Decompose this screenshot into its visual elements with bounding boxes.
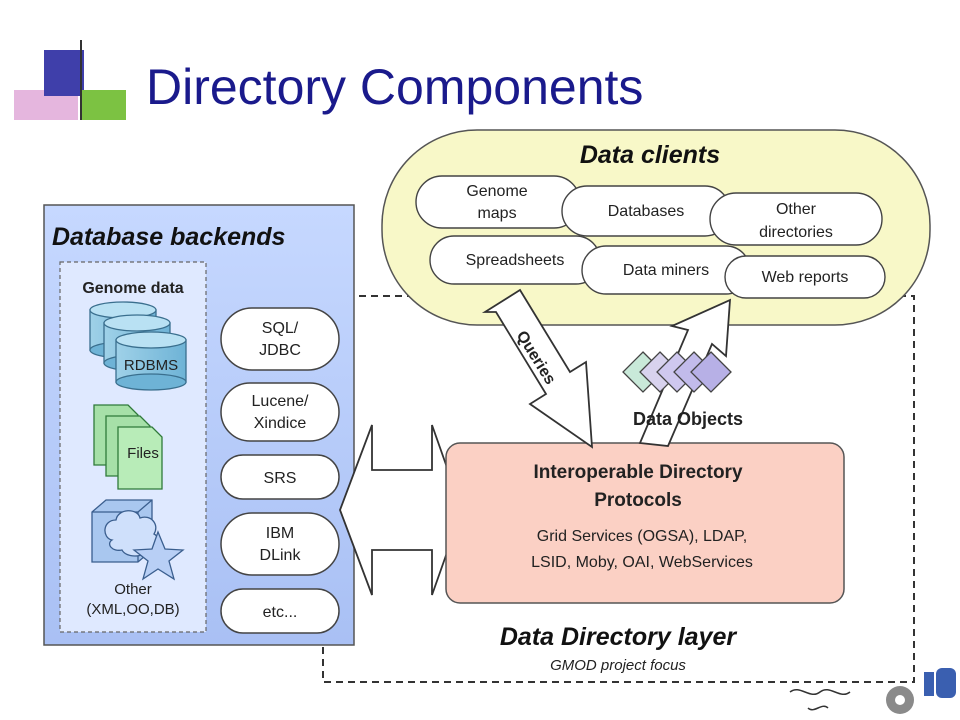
data-directory-layer-heading: Data Directory layer [500, 623, 738, 651]
connector-label: DLink [260, 547, 302, 564]
client-other-directories: Other directories [709, 192, 883, 246]
slide-title: Directory Components [146, 59, 644, 115]
other-formats-label: (XML,OO,DB) [86, 601, 179, 618]
client-databases: Databases [561, 185, 731, 237]
client-web-reports: Web reports [724, 255, 886, 299]
decor-vertical-line [80, 40, 82, 120]
client-genome-maps: Genome maps [415, 175, 581, 229]
connector-lucene-xindice: Lucene/ Xindice [220, 382, 340, 442]
gmod-logo [789, 668, 956, 714]
data-directory-layer-subheading: GMOD project focus [550, 657, 686, 674]
protocols-list: Grid Services (OGSA), LDAP, [537, 528, 747, 545]
bidirectional-arrow [339, 424, 463, 596]
connector-etc: etc... [220, 588, 340, 634]
data-clients-heading: Data clients [580, 141, 720, 169]
decor-purple-square [44, 50, 84, 96]
decor-green-square [82, 90, 126, 120]
data-directory-layer-boundary [322, 295, 915, 683]
client-label: Spreadsheets [466, 252, 565, 269]
rdbms-label: RDBMS [124, 357, 178, 374]
database-backends-heading: Database backends [52, 223, 286, 251]
protocols-list-line2: LSID, Moby, OAI, WebServices [531, 554, 753, 571]
protocols-heading: Interoperable Directory [533, 462, 742, 483]
connector-ibm-dlink: IBM DLink [220, 512, 340, 576]
connector-srs: SRS [220, 454, 340, 500]
client-label: Databases [608, 203, 685, 220]
connector-label: SQL/ [262, 320, 299, 337]
protocols-heading-line2: Protocols [594, 490, 682, 511]
connector-label: SRS [264, 470, 297, 487]
connector-label: JDBC [259, 342, 301, 359]
client-data-miners: Data miners [581, 245, 751, 295]
client-label: Data miners [623, 262, 709, 279]
data-objects-label: Data Objects [633, 409, 743, 429]
connector-label: IBM [266, 525, 294, 542]
client-label: Genome [466, 183, 527, 200]
client-label: Web reports [762, 269, 849, 286]
files-label: Files [127, 445, 159, 462]
genome-data-heading: Genome data [82, 280, 183, 297]
connector-label: etc... [263, 604, 298, 621]
other-label: Other [114, 581, 152, 598]
client-spreadsheets: Spreadsheets [429, 235, 601, 285]
connector-sql-jdbc: SQL/ JDBC [220, 307, 340, 371]
connector-label: Xindice [254, 415, 307, 432]
client-label: Other [776, 201, 817, 218]
other-storage-icon: Other (XML,OO,DB) [86, 499, 185, 618]
files-icon: Files [93, 404, 163, 490]
rdbms-database-icon: RDBMS [89, 301, 187, 391]
client-label: maps [477, 205, 516, 222]
client-label: directories [759, 224, 833, 241]
data-object-diamonds [622, 351, 732, 393]
connector-label: Lucene/ [252, 393, 309, 410]
